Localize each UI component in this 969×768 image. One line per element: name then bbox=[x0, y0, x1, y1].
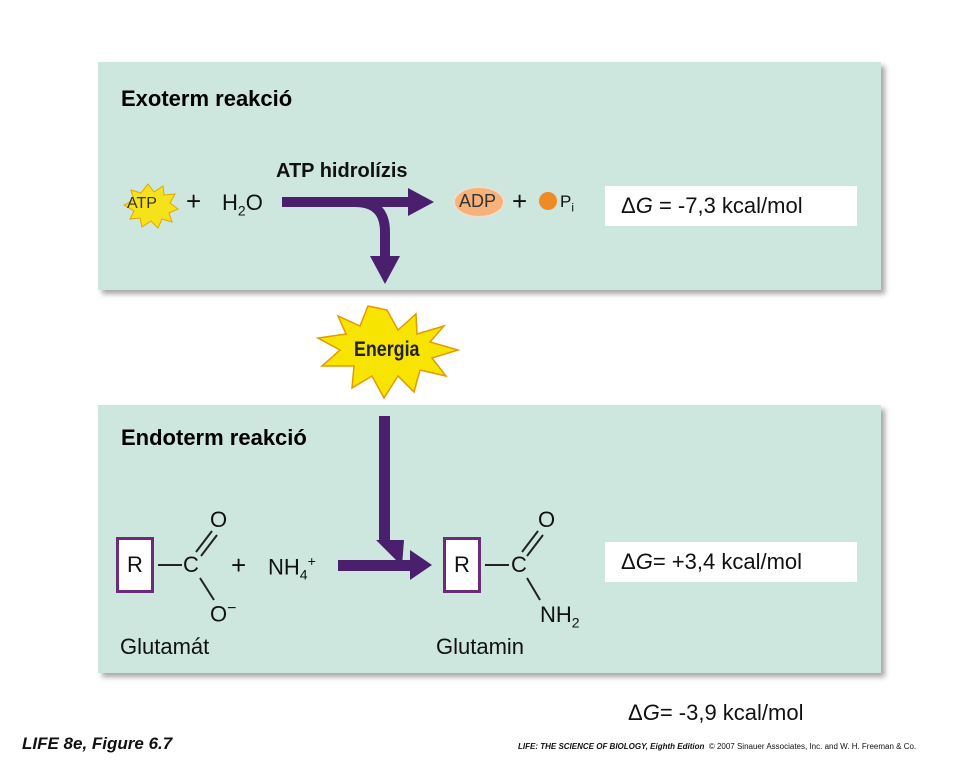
energy-down-arrow-shaft bbox=[379, 416, 390, 543]
net-delta-g: ΔG= -3,9 kcal/mol bbox=[628, 700, 804, 725]
energy-branch-arrow bbox=[354, 197, 390, 258]
glutamine-double-bond-b bbox=[526, 534, 544, 557]
reaction-arrow-head bbox=[410, 550, 432, 580]
atp-star-icon bbox=[122, 183, 179, 229]
atp-label: ATP bbox=[127, 195, 157, 212]
adp-label: ADP bbox=[459, 191, 497, 211]
glutamine-amine: NH2 bbox=[540, 602, 580, 631]
phosphate-dot-icon bbox=[539, 192, 557, 210]
ammonium-formula: NH4+ bbox=[268, 553, 316, 583]
glutamate-double-bond-b bbox=[200, 534, 218, 557]
exothermic-panel bbox=[98, 62, 881, 290]
glutamine-oxygen: O bbox=[538, 507, 556, 532]
glutamate-oxygen-bottom: O− bbox=[210, 600, 237, 627]
energy-label: Energia bbox=[354, 338, 420, 361]
exothermic-title: Exoterm reakció bbox=[121, 86, 293, 111]
plus-sign: + bbox=[186, 186, 202, 216]
plus-sign: + bbox=[512, 186, 528, 216]
glutamine-double-bond-a bbox=[521, 530, 539, 553]
hydrolysis-arrow-head bbox=[408, 188, 434, 216]
water-formula: H2O bbox=[222, 190, 263, 219]
glutamine-carbon: C bbox=[511, 552, 527, 577]
glutamine-r-group: R bbox=[443, 537, 481, 593]
endothermic-panel bbox=[98, 405, 881, 673]
energy-branch-arrow-head bbox=[370, 256, 400, 284]
endothermic-title: Endoterm reakció bbox=[121, 425, 307, 450]
hydrolysis-arrow-shaft bbox=[282, 197, 410, 207]
phosphate-label: Pi bbox=[560, 192, 575, 215]
glutamate-oxygen-top: O bbox=[210, 507, 228, 532]
glutamate-double-bond-a bbox=[195, 530, 213, 553]
glutamate-carbon: C bbox=[183, 552, 199, 577]
plus-sign: + bbox=[231, 550, 247, 580]
adp-oval-icon bbox=[453, 186, 505, 218]
hydrolysis-label: ATP hidrolízis bbox=[276, 160, 408, 182]
reaction-arrow-shaft bbox=[338, 560, 412, 571]
energy-burst-icon bbox=[315, 305, 461, 400]
energy-down-arrow-head bbox=[376, 540, 404, 566]
copyright-line: LIFE: THE SCIENCE OF BIOLOGY, Eighth Edi… bbox=[518, 742, 917, 751]
glutamate-single-bond bbox=[199, 577, 215, 601]
glutamate-name: Glutamát bbox=[120, 634, 210, 659]
glutamine-name: Glutamin bbox=[436, 634, 525, 659]
glutamine-single-bond bbox=[526, 577, 541, 601]
glutamate-r-group: R bbox=[116, 537, 154, 593]
figure-caption: LIFE 8e, Figure 6.7 bbox=[22, 734, 173, 753]
